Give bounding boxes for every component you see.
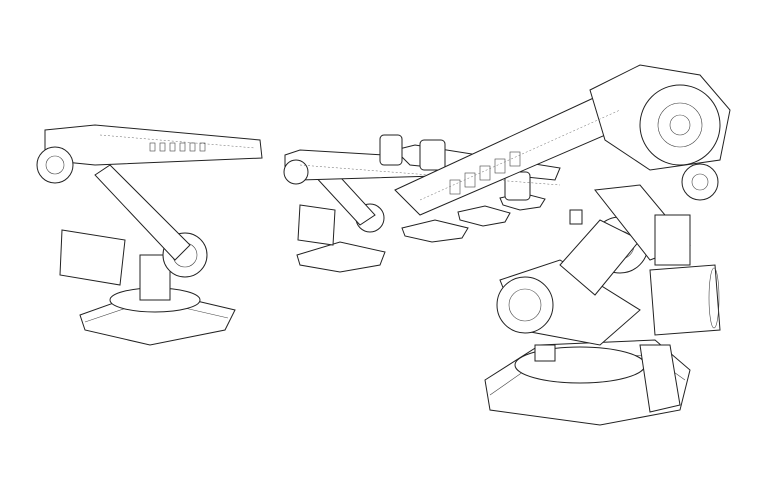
middle-robots [283, 134, 561, 273]
right-robot [394, 64, 731, 426]
left-robot [36, 124, 263, 346]
